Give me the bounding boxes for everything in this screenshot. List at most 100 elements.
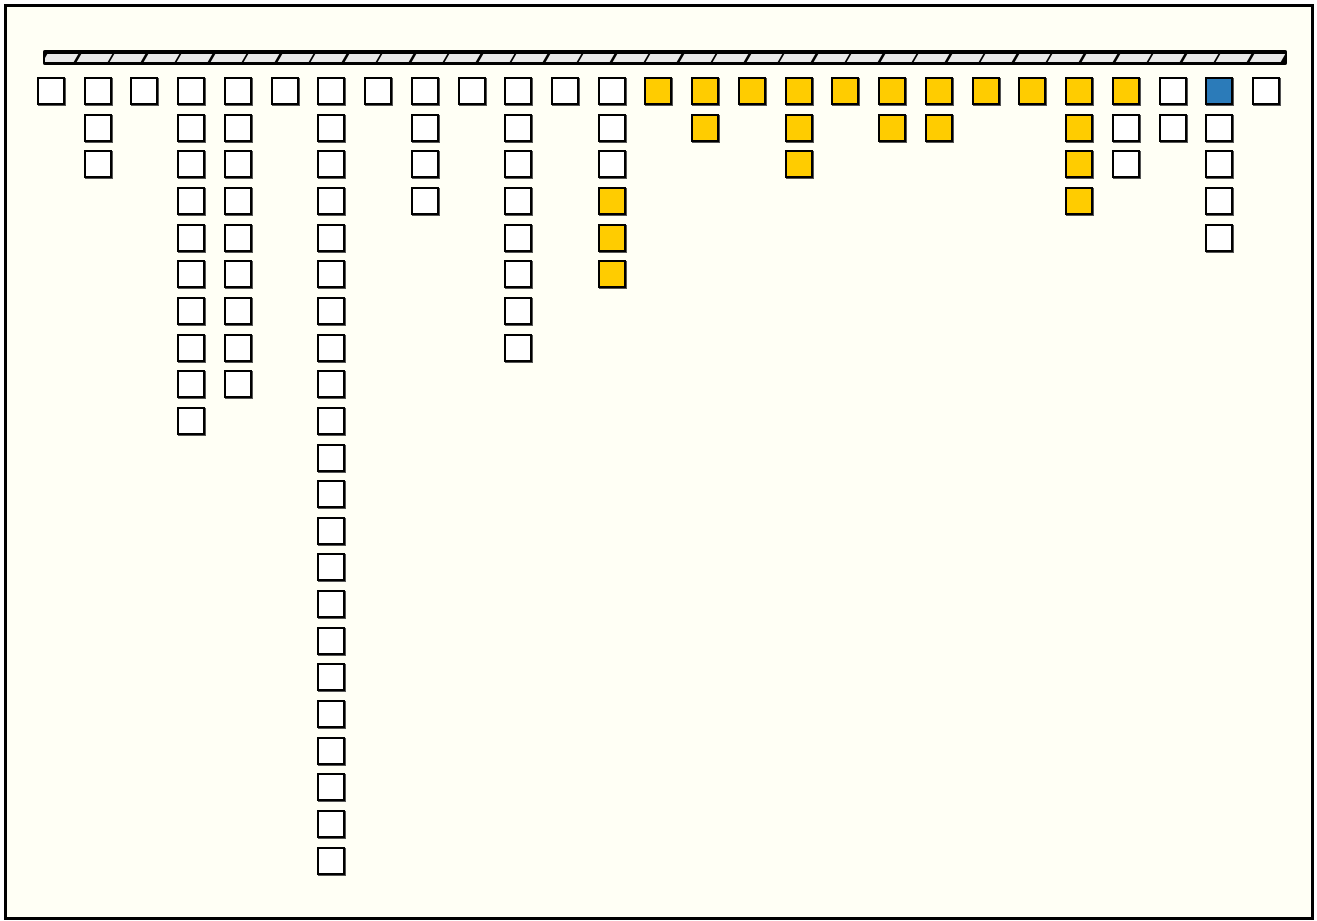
tile-white[interactable] bbox=[130, 77, 159, 105]
tile-yellow[interactable] bbox=[1065, 113, 1094, 142]
tile-white[interactable] bbox=[317, 370, 346, 399]
tile-white[interactable] bbox=[1205, 186, 1234, 215]
tile-white[interactable] bbox=[317, 590, 346, 619]
tile-white[interactable] bbox=[504, 223, 533, 252]
tile-white[interactable] bbox=[223, 113, 252, 142]
tile-white[interactable] bbox=[410, 150, 439, 179]
tile-white[interactable] bbox=[504, 113, 533, 142]
tile-white[interactable] bbox=[317, 810, 346, 838]
tile-white[interactable] bbox=[223, 296, 252, 325]
tile-white[interactable] bbox=[317, 516, 346, 545]
tile-white[interactable] bbox=[317, 663, 346, 692]
tile-white[interactable] bbox=[223, 77, 252, 105]
tile-yellow[interactable] bbox=[784, 113, 813, 142]
tile-yellow[interactable] bbox=[691, 113, 720, 142]
tile-white[interactable] bbox=[317, 186, 346, 215]
tile-white[interactable] bbox=[177, 113, 206, 142]
tile-white[interactable] bbox=[1111, 150, 1140, 179]
tile-white[interactable] bbox=[83, 113, 112, 142]
tile-white[interactable] bbox=[177, 333, 206, 362]
tile-yellow[interactable] bbox=[1065, 77, 1094, 105]
tile-white[interactable] bbox=[83, 77, 112, 105]
tile-white[interactable] bbox=[597, 150, 626, 179]
tile-white[interactable] bbox=[1111, 113, 1140, 142]
tile-white[interactable] bbox=[317, 553, 346, 582]
tile-white[interactable] bbox=[317, 333, 346, 362]
tile-white[interactable] bbox=[83, 150, 112, 179]
rail-segment bbox=[612, 54, 648, 62]
tile-white[interactable] bbox=[177, 296, 206, 325]
tile-white[interactable] bbox=[504, 186, 533, 215]
tile-white[interactable] bbox=[1251, 77, 1280, 105]
tile-yellow[interactable] bbox=[924, 113, 953, 142]
tile-white[interactable] bbox=[410, 77, 439, 105]
tile-white[interactable] bbox=[317, 443, 346, 472]
tile-white[interactable] bbox=[597, 113, 626, 142]
tile-white[interactable] bbox=[1205, 113, 1234, 142]
tile-white[interactable] bbox=[177, 186, 206, 215]
tile-yellow[interactable] bbox=[737, 77, 766, 105]
tile-yellow[interactable] bbox=[1111, 77, 1140, 105]
tile-white[interactable] bbox=[177, 406, 206, 435]
tile-yellow[interactable] bbox=[831, 77, 860, 105]
tile-white[interactable] bbox=[317, 626, 346, 655]
tile-white[interactable] bbox=[504, 77, 533, 105]
tile-yellow[interactable] bbox=[784, 77, 813, 105]
tile-white[interactable] bbox=[1158, 77, 1187, 105]
tile-white[interactable] bbox=[317, 846, 346, 875]
tile-white[interactable] bbox=[597, 77, 626, 105]
tile-white[interactable] bbox=[177, 260, 206, 289]
tile-yellow[interactable] bbox=[1065, 186, 1094, 215]
tile-white[interactable] bbox=[317, 480, 346, 509]
tile-white[interactable] bbox=[37, 77, 65, 105]
tile-yellow[interactable] bbox=[1065, 150, 1094, 179]
tile-yellow[interactable] bbox=[1018, 77, 1047, 105]
tile-white[interactable] bbox=[223, 223, 252, 252]
tile-white[interactable] bbox=[317, 223, 346, 252]
tile-white[interactable] bbox=[223, 150, 252, 179]
tile-yellow[interactable] bbox=[691, 77, 720, 105]
tile-yellow[interactable] bbox=[924, 77, 953, 105]
tile-white[interactable] bbox=[317, 77, 346, 105]
tile-white[interactable] bbox=[504, 333, 533, 362]
tile-white[interactable] bbox=[364, 77, 393, 105]
tile-white[interactable] bbox=[317, 406, 346, 435]
tile-white[interactable] bbox=[177, 370, 206, 399]
tile-white[interactable] bbox=[317, 773, 346, 802]
tile-yellow[interactable] bbox=[878, 77, 907, 105]
tile-white[interactable] bbox=[317, 700, 346, 729]
rail-segment bbox=[109, 54, 145, 62]
tile-white[interactable] bbox=[410, 186, 439, 215]
tile-yellow[interactable] bbox=[597, 186, 626, 215]
tile-white[interactable] bbox=[504, 260, 533, 289]
tile-white[interactable] bbox=[504, 296, 533, 325]
tile-yellow[interactable] bbox=[784, 150, 813, 179]
tile-white[interactable] bbox=[223, 370, 252, 399]
tile-white[interactable] bbox=[317, 260, 346, 289]
tile-white[interactable] bbox=[223, 186, 252, 215]
tile-white[interactable] bbox=[317, 296, 346, 325]
rail-segment bbox=[780, 54, 816, 62]
tile-white[interactable] bbox=[1205, 223, 1234, 252]
tile-white[interactable] bbox=[317, 113, 346, 142]
tile-yellow[interactable] bbox=[878, 113, 907, 142]
tile-white[interactable] bbox=[317, 150, 346, 179]
tile-white[interactable] bbox=[270, 77, 299, 105]
tile-white[interactable] bbox=[317, 736, 346, 765]
tile-white[interactable] bbox=[504, 150, 533, 179]
tile-white[interactable] bbox=[177, 223, 206, 252]
tile-white[interactable] bbox=[457, 77, 486, 105]
tile-white[interactable] bbox=[223, 260, 252, 289]
tile-white[interactable] bbox=[177, 150, 206, 179]
tile-blue[interactable] bbox=[1205, 77, 1234, 105]
tile-yellow[interactable] bbox=[644, 77, 673, 105]
tile-white[interactable] bbox=[223, 333, 252, 362]
tile-white[interactable] bbox=[410, 113, 439, 142]
tile-white[interactable] bbox=[1158, 113, 1187, 142]
tile-yellow[interactable] bbox=[971, 77, 1000, 105]
tile-white[interactable] bbox=[551, 77, 580, 105]
tile-yellow[interactable] bbox=[597, 223, 626, 252]
tile-yellow[interactable] bbox=[597, 260, 626, 289]
tile-white[interactable] bbox=[1205, 150, 1234, 179]
tile-white[interactable] bbox=[177, 77, 206, 105]
